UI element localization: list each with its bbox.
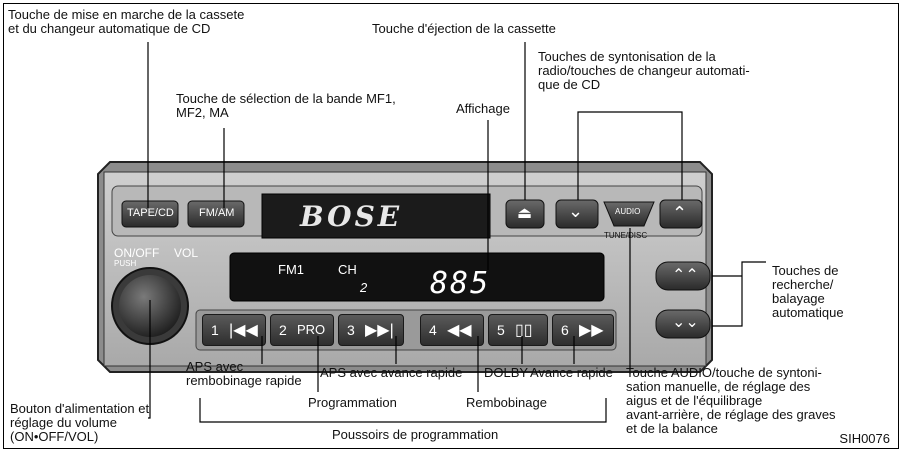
display-ch: CH <box>338 262 357 277</box>
audio-button-shape <box>603 201 655 227</box>
audio-caption: Touche AUDIO/touche de syntoni- sation m… <box>626 365 836 436</box>
chevron-up-icon: ⌃ <box>672 203 688 223</box>
programming-caption: Programmation <box>308 395 397 410</box>
rewind-icon: ◀◀ <box>447 322 472 339</box>
display-band: FM1 <box>278 262 304 277</box>
chevron-down-icon: ⌄ <box>568 201 584 221</box>
leader-tuning <box>577 111 683 200</box>
tape-cd-caption: Touche de mise en marche de la cassete e… <box>8 7 245 36</box>
display-channel: 2 <box>360 280 368 295</box>
leader-presets-bracket <box>199 398 607 423</box>
ff-caption: Avance rapide <box>530 365 613 380</box>
preset-1-number: 1 <box>211 322 219 338</box>
tape-cd-button-label: TAPE/CD <box>127 207 174 219</box>
preset-1-button: 1 |◀◀ <box>202 314 266 346</box>
push-label: PUSH <box>114 259 137 268</box>
leader-seek <box>712 261 766 327</box>
fm-am-button-label: FM/AM <box>199 207 235 219</box>
tune-disc-label: TUNE/DISC <box>604 231 648 240</box>
vol-label: VOL <box>174 246 199 260</box>
eject-icon: ⏏ <box>517 205 533 222</box>
seek-up-icon: ⌃⌃ <box>672 267 699 284</box>
display-caption: Affichage <box>456 101 510 116</box>
bose-logo: BOSE <box>300 200 403 233</box>
aps-ff-caption: APS avec avance rapide <box>320 365 463 380</box>
preset-4-number: 4 <box>429 322 437 338</box>
display-window <box>229 252 605 302</box>
audio-button-label: AUDIO <box>615 207 641 216</box>
skip-forward-icon: ▶▶| <box>365 322 394 339</box>
tune-down-button-shape <box>555 199 599 229</box>
preset-5-button: 5 ▯▯ <box>488 314 548 346</box>
skip-back-icon: |◀◀ <box>229 322 258 339</box>
preset-4-button: 4 ◀◀ <box>420 314 484 346</box>
seek-down-button-shape <box>655 309 711 339</box>
tuning-caption: Touches de syntonisation de la radio/tou… <box>538 49 750 92</box>
figure-frame <box>3 3 899 449</box>
program-icon: PRO <box>297 322 326 337</box>
on-off-label: ON/OFF <box>114 246 160 260</box>
seek-down-icon: ⌄⌄ <box>672 314 699 331</box>
seek-up-button-shape <box>655 261 711 291</box>
fm-am-button-shape <box>187 200 245 228</box>
dolby-caption: DOLBY <box>484 365 529 380</box>
display-value: 885 <box>430 266 491 301</box>
fast-forward-icon: ▶▶ <box>579 322 604 339</box>
rewind-caption: Rembobinage <box>466 395 547 410</box>
dolby-icon: ▯▯ <box>515 322 533 339</box>
tune-up-button-shape <box>659 199 703 229</box>
power-caption: Bouton d'alimentation et réglage du volu… <box>10 401 150 444</box>
preset-2-number: 2 <box>279 322 287 338</box>
band-caption: Touche de sélection de la bande MF1, MF2… <box>176 91 396 120</box>
eject-caption: Touche d'éjection de la cassette <box>372 21 556 36</box>
cassette-slot <box>261 193 491 239</box>
presets-caption: Poussoirs de programmation <box>332 427 499 442</box>
aps-rewind-caption: APS avec rembobinage rapide <box>186 359 302 388</box>
preset-3-number: 3 <box>347 322 355 338</box>
tape-cd-button-shape <box>121 200 179 228</box>
leader-power <box>148 300 151 419</box>
preset-2-button: 2 PRO <box>270 314 334 346</box>
preset-6-number: 6 <box>561 322 569 338</box>
seek-caption: Touches de recherche/ balayage automatiq… <box>772 263 844 320</box>
figure-code: SIH0076 <box>839 431 890 446</box>
preset-5-number: 5 <box>497 322 505 338</box>
preset-6-button: 6 ▶▶ <box>552 314 614 346</box>
preset-3-button: 3 ▶▶| <box>338 314 404 346</box>
